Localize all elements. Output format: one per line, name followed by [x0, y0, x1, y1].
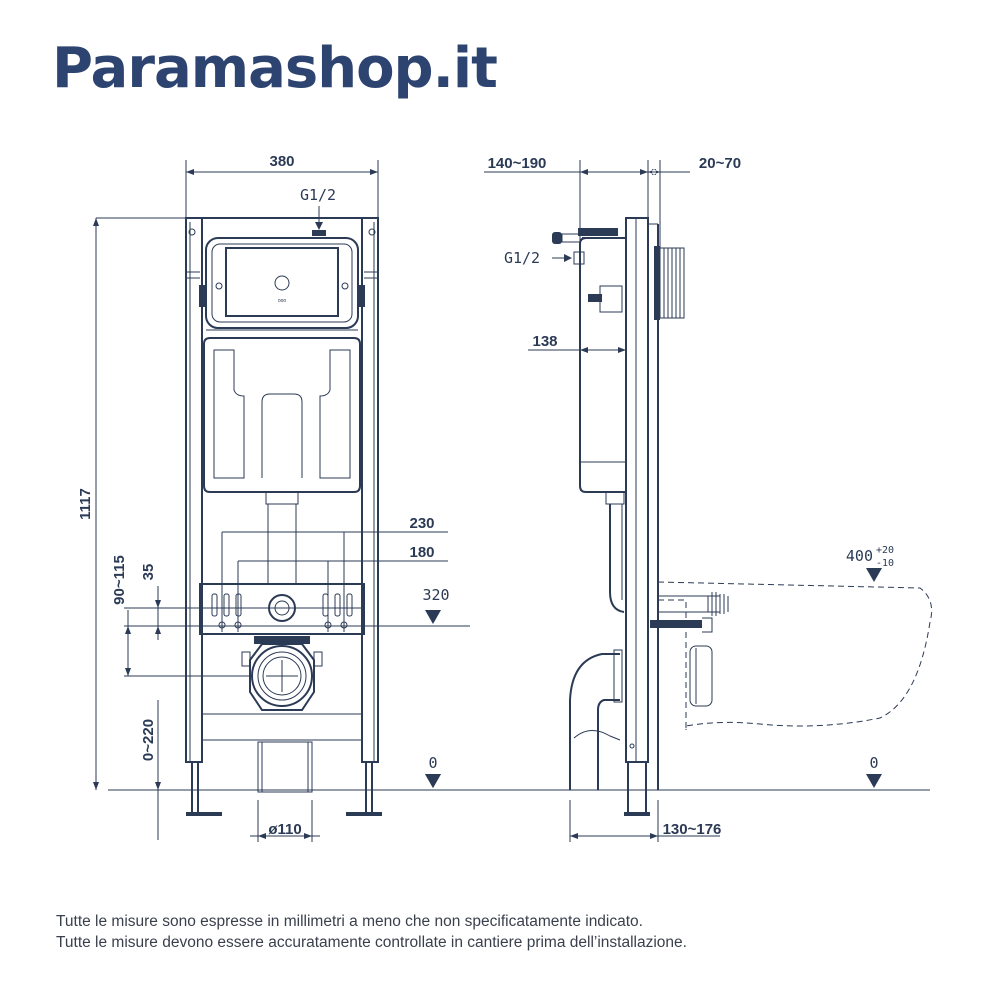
inlet-label-front: G1/2: [300, 186, 336, 204]
bolt-inner-label: 180: [409, 544, 434, 561]
notes: Tutte le misure sono espresse in millime…: [56, 911, 687, 953]
bowl-height-label: 400: [846, 547, 873, 565]
bolt-outer-label: 230: [409, 515, 434, 532]
depth-label: 140~190: [488, 155, 547, 172]
front-view-drawing: ooo: [108, 217, 466, 816]
base-depth-label: 130~176: [663, 821, 722, 838]
note-line-2: Tutte le misure devono essere accuratame…: [56, 934, 687, 951]
tank-depth-label: 138: [532, 333, 557, 350]
inlet-label-side: G1/2: [504, 249, 540, 267]
brand-title: Paramashop.it: [52, 36, 498, 101]
svg-text:ooo: ooo: [278, 298, 287, 304]
outlet-dia-label: ø110: [268, 821, 301, 838]
width-label: 380: [269, 153, 294, 170]
bolt-height-label: 35: [140, 564, 157, 581]
side-view-drawing: [412, 217, 933, 816]
wall-label: 20~70: [699, 155, 741, 172]
floor-range-label: 0~220: [140, 719, 157, 761]
note-line-1: Tutte le misure sono espresse in millime…: [56, 913, 643, 930]
bowl-tol-minus: -10: [876, 558, 894, 569]
bowl-tol-plus: +20: [876, 545, 894, 556]
level-0-label-front: 0: [428, 754, 437, 772]
level-320-label: 320: [422, 586, 449, 604]
side-view-dimensions: [425, 160, 882, 842]
level-0-label-side: 0: [869, 754, 878, 772]
connect-range-label: 90~115: [111, 555, 128, 605]
height-label: 1117: [77, 488, 94, 520]
